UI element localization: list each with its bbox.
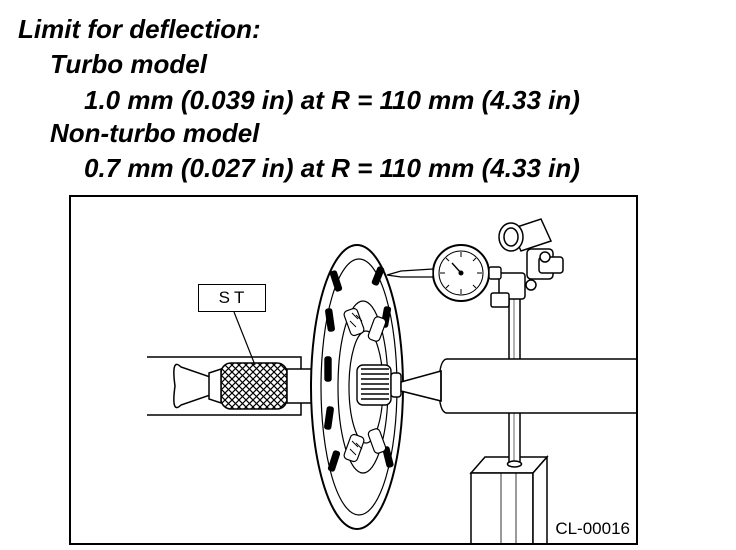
turbo-model-limit: 1.0 mm (0.039 in) at R = 110 mm (4.33 in… bbox=[84, 85, 580, 115]
clutch-disc-runout-figure: ST CL-00016 bbox=[69, 195, 638, 545]
clutch-disc-illustration bbox=[147, 218, 636, 543]
right-shaft bbox=[400, 358, 636, 414]
stand-base bbox=[469, 455, 549, 543]
dial-indicator bbox=[386, 244, 502, 302]
turbo-model-label: Turbo model bbox=[50, 49, 207, 79]
spec-heading: Limit for deflection: bbox=[18, 14, 261, 44]
special-tool-label: ST bbox=[198, 284, 266, 312]
deflection-spec: Limit for deflection: Turbo model 1.0 mm… bbox=[0, 0, 736, 200]
gauge-holder bbox=[490, 218, 564, 308]
clutch-disc bbox=[310, 244, 404, 530]
non-turbo-model-label: Non-turbo model bbox=[50, 118, 260, 148]
splined-hub bbox=[356, 364, 402, 406]
non-turbo-model-limit: 0.7 mm (0.027 in) at R = 110 mm (4.33 in… bbox=[84, 153, 580, 183]
special-tool bbox=[208, 362, 328, 410]
st-leader-line bbox=[233, 311, 256, 366]
figure-id: CL-00016 bbox=[555, 519, 630, 538]
